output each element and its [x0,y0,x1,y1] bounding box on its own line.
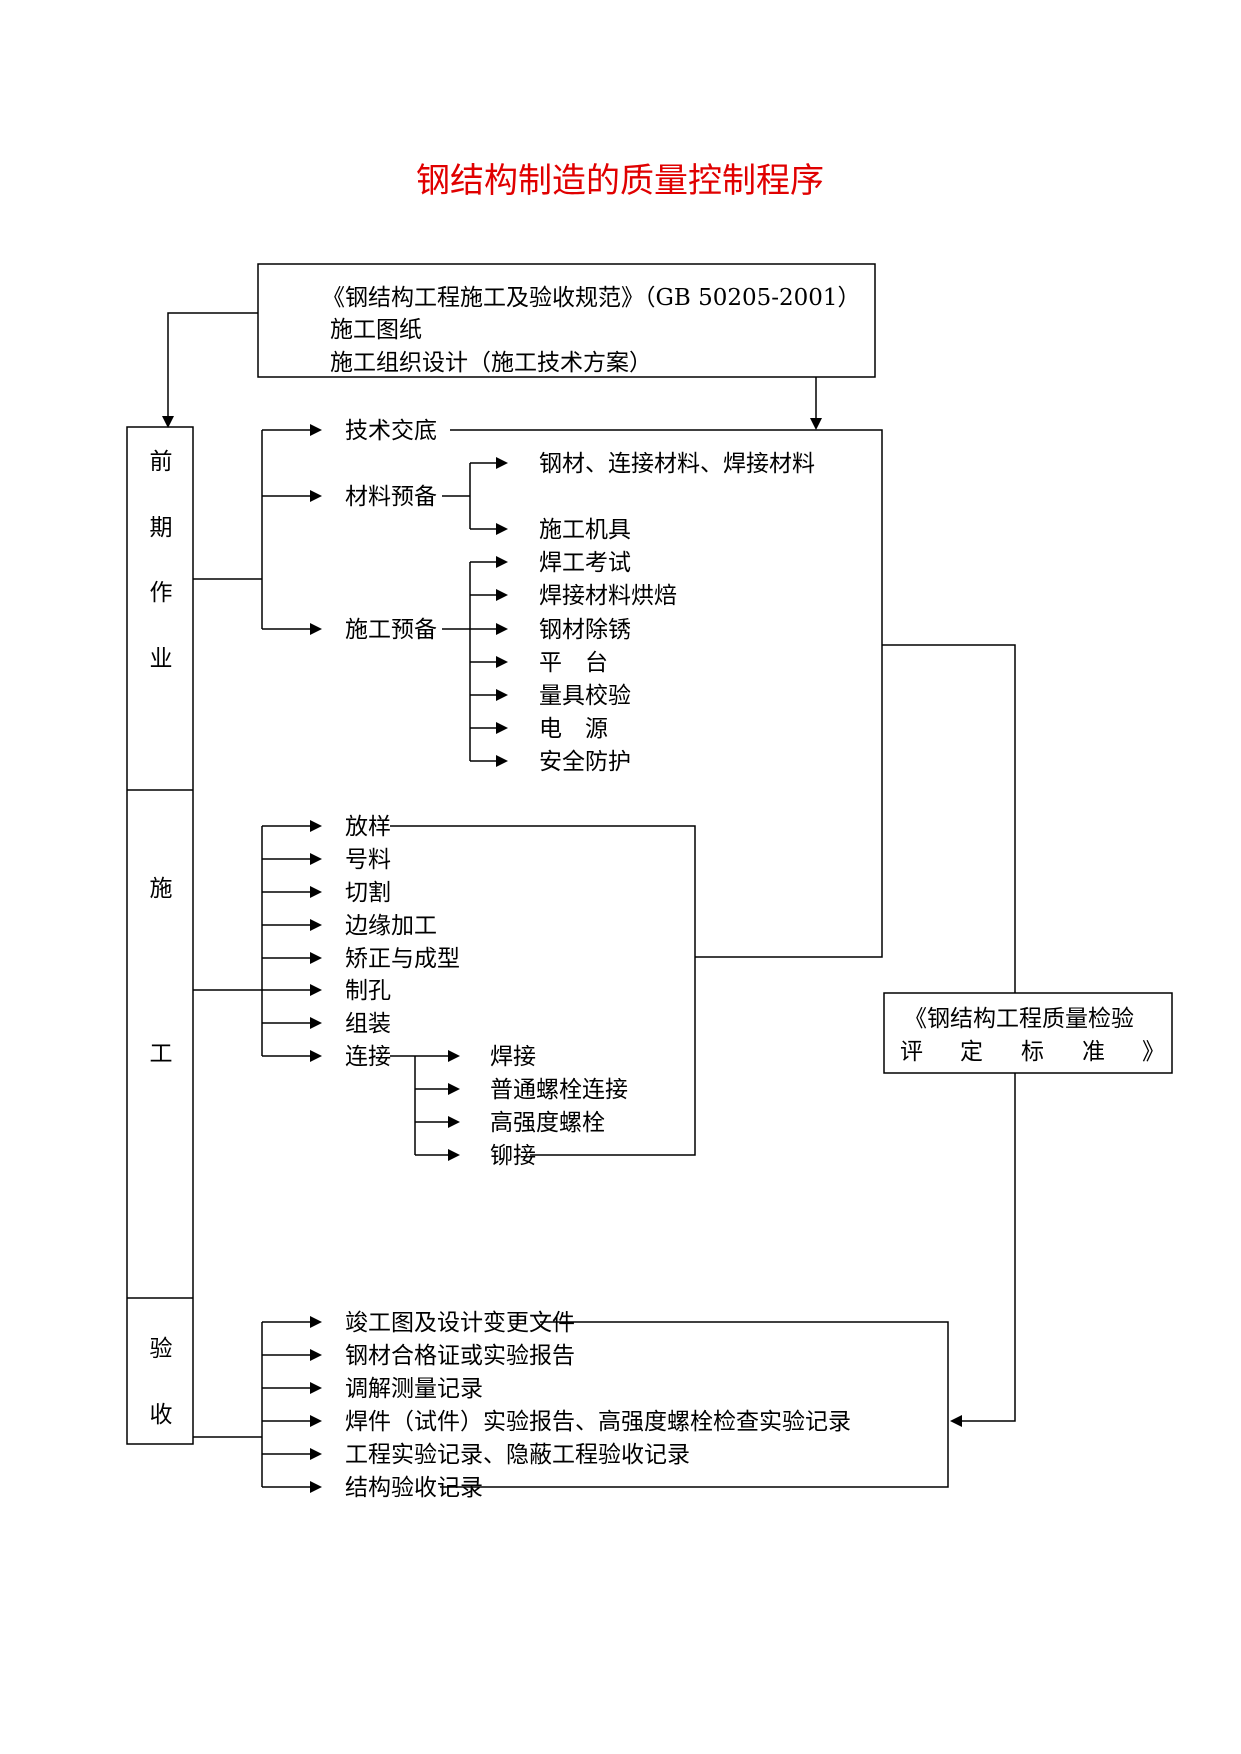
acceptance-item-3-arrowhead [310,1382,322,1394]
construction-item-5-label: 矫正与成型 [345,946,460,972]
material-item-2-label: 施工机具 [539,517,631,543]
standard-char-3: 标 [1021,1039,1044,1065]
material-prep-label: 材料预备 [345,484,437,510]
acceptance-item-1-label: 竣工图及设计变更文件 [345,1310,575,1336]
connection-item-2-label: 普通螺栓连接 [490,1077,628,1103]
construction-item-1-label: 放样 [345,814,391,840]
reference-organization-design: 施工组织设计（施工技术方案） [330,350,652,376]
briefing-arrowhead [310,424,322,436]
acceptance-item-1-arrowhead [310,1316,322,1328]
stage-construction-char-1: 施 [150,876,173,902]
reference-spec: 《钢结构工程施工及验收规范》（GB 50205-2001） [322,285,861,311]
stage-acceptance-char-2: 收 [150,1402,173,1428]
prep-item-7-arrowhead [496,755,508,767]
construction-bracket [390,825,696,1156]
stage-pre-char-2: 期 [150,515,173,541]
connection-item-2-arrowhead [448,1083,460,1095]
standard-char-2: 定 [960,1039,983,1065]
standard-char-5: 》 [1142,1039,1165,1065]
construction-item-8-arrowhead [310,1050,322,1062]
stage-column [126,426,194,1445]
tech-briefing-label: 技术交底 [345,418,437,444]
prep-item-5-arrowhead [496,689,508,701]
construction-prep-arrowhead [310,623,322,635]
stage-pre-char-1: 前 [150,449,173,475]
prep-item-1-arrowhead [496,556,508,568]
material-item-2-arrowhead [496,523,508,535]
construction-item-4-arrowhead [310,919,322,931]
prep-item-2-label: 焊接材料烘焙 [539,583,677,609]
construction-item-6-label: 制孔 [345,978,391,1004]
standard-output-arrowhead [950,1415,962,1427]
reference-to-briefing-arrowhead [810,418,822,430]
construction-prep-label: 施工预备 [345,617,437,643]
stage-pre-char-3: 作 [150,580,173,606]
connection-item-1-label: 焊接 [490,1044,536,1070]
standard-title-line1: 《钢结构工程质量检验 [904,1006,1134,1032]
prep-item-3-label: 钢材除锈 [539,617,631,643]
reference-to-stage-connector [167,312,258,418]
prep-item-7-label: 安全防护 [539,749,631,775]
construction-item-1-arrowhead [310,820,322,832]
material-prep-arrowhead [310,490,322,502]
pre-work-feedback-loop [450,429,883,958]
prep-item-6-arrowhead [496,722,508,734]
acceptance-bracket [440,1321,949,1488]
stage-acceptance-char-1: 验 [150,1336,173,1362]
prep-item-4-arrowhead [496,656,508,668]
prep-item-2-arrowhead [496,589,508,601]
reference-to-stage-arrowhead [162,416,174,428]
prep-item-6-label: 电 源 [539,716,608,742]
standard-output-connector [960,1073,1016,1422]
acceptance-item-5-arrowhead [310,1448,322,1460]
stage-construction-char-2: 工 [150,1041,173,1067]
prep-item-1-label: 焊工考试 [539,550,631,576]
connection-item-4-arrowhead [448,1149,460,1161]
material-item-1-arrowhead [496,457,508,469]
acceptance-item-6-label: 结构验收记录 [345,1475,483,1501]
standard-char-1: 评 [900,1039,923,1065]
construction-item-2-label: 号料 [345,847,391,873]
connection-item-3-label: 高强度螺栓 [490,1110,605,1136]
construction-item-7-label: 组装 [345,1011,391,1037]
acceptance-item-5-label: 工程实验记录、隐蔽工程验收记录 [345,1442,690,1468]
stage-pre-char-4: 业 [150,646,173,672]
construction-item-5-arrowhead [310,952,322,964]
acceptance-item-2-arrowhead [310,1349,322,1361]
reference-box [257,263,876,378]
construction-item-8-label: 连接 [345,1044,391,1070]
prep-item-5-label: 量具校验 [539,683,631,709]
prep-item-4-label: 平 台 [539,650,608,676]
material-item-1-label: 钢材、连接材料、焊接材料 [539,451,815,477]
standard-input-connector [882,644,1016,993]
acceptance-item-2-label: 钢材合格证或实验报告 [345,1343,575,1369]
connection-item-3-arrowhead [448,1116,460,1128]
construction-item-2-arrowhead [310,853,322,865]
page-title: 钢结构制造的质量控制程序 [416,161,824,201]
acceptance-item-4-arrowhead [310,1415,322,1427]
construction-item-3-arrowhead [310,886,322,898]
acceptance-item-4-label: 焊件（试件）实验报告、高强度螺栓检查实验记录 [345,1409,851,1435]
prep-item-3-arrowhead [496,623,508,635]
connection-item-1-arrowhead [448,1050,460,1062]
construction-item-7-arrowhead [310,1017,322,1029]
acceptance-item-6-arrowhead [310,1481,322,1493]
construction-item-4-label: 边缘加工 [345,913,437,939]
construction-item-3-label: 切割 [345,880,391,906]
reference-drawings: 施工图纸 [330,317,422,343]
connection-item-4-label: 铆接 [490,1143,536,1169]
standard-box [883,992,1173,1074]
standard-char-4: 准 [1082,1039,1105,1065]
construction-item-6-arrowhead [310,984,322,996]
acceptance-item-3-label: 调解测量记录 [345,1376,483,1402]
